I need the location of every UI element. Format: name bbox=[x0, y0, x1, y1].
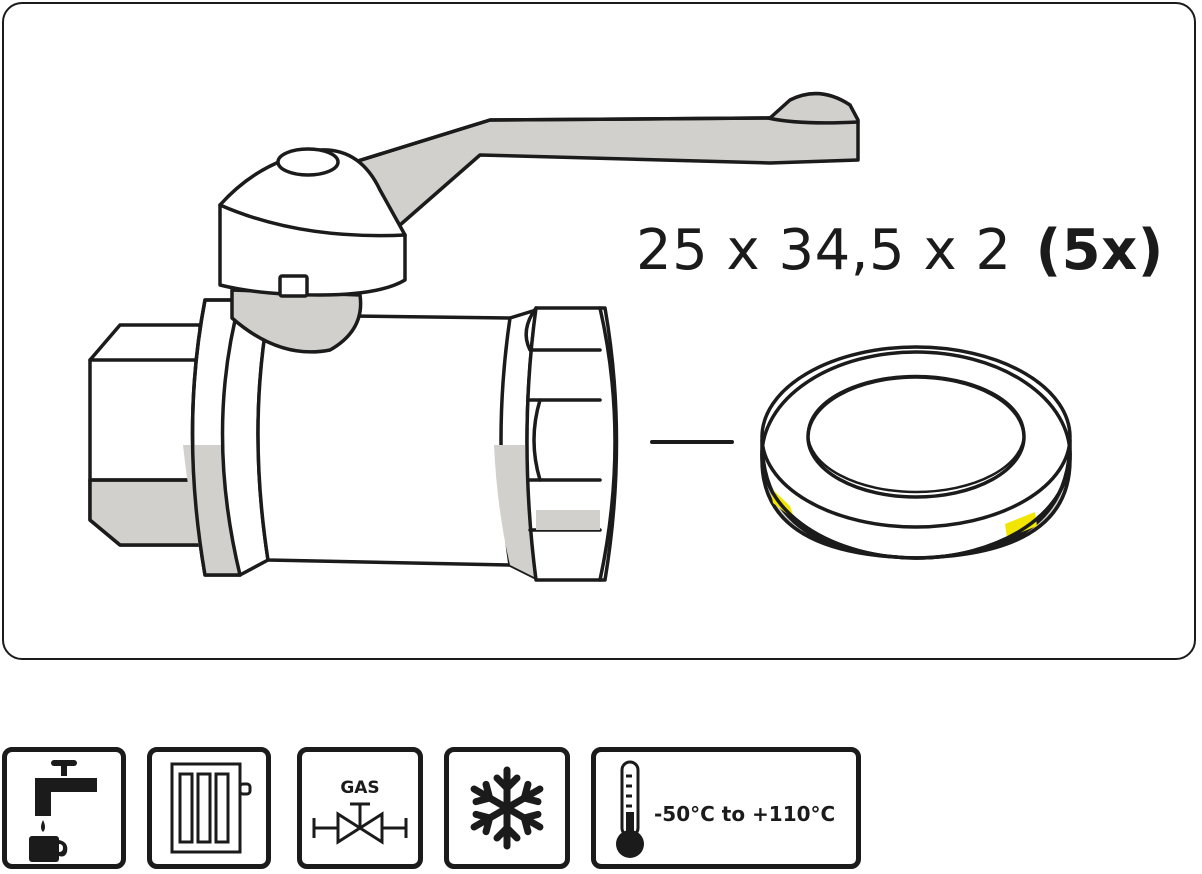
gasket-ring bbox=[760, 345, 1072, 560]
drinking-water-icon bbox=[2, 747, 126, 869]
gasket-dimensions: 25 x 34,5 x 2 (5x) bbox=[636, 218, 1164, 283]
temperature-range-label: -50°C to +110°C bbox=[654, 802, 836, 826]
right-hex-cap bbox=[524, 306, 619, 582]
lever-handle bbox=[343, 91, 860, 227]
radiator-heating-icon bbox=[147, 747, 271, 869]
valve-body bbox=[256, 313, 512, 567]
gas-valve-icon: GAS bbox=[297, 747, 423, 869]
quantity-text: (5x) bbox=[1035, 218, 1164, 283]
left-hex-nut bbox=[88, 323, 202, 547]
gas-label: GAS bbox=[340, 778, 380, 798]
thermometer-icon: -50°C to +110°C bbox=[591, 747, 861, 869]
valve-stem bbox=[230, 288, 363, 354]
dimensions-text: 25 x 34,5 x 2 bbox=[636, 218, 1012, 283]
frost-icon bbox=[444, 747, 570, 869]
